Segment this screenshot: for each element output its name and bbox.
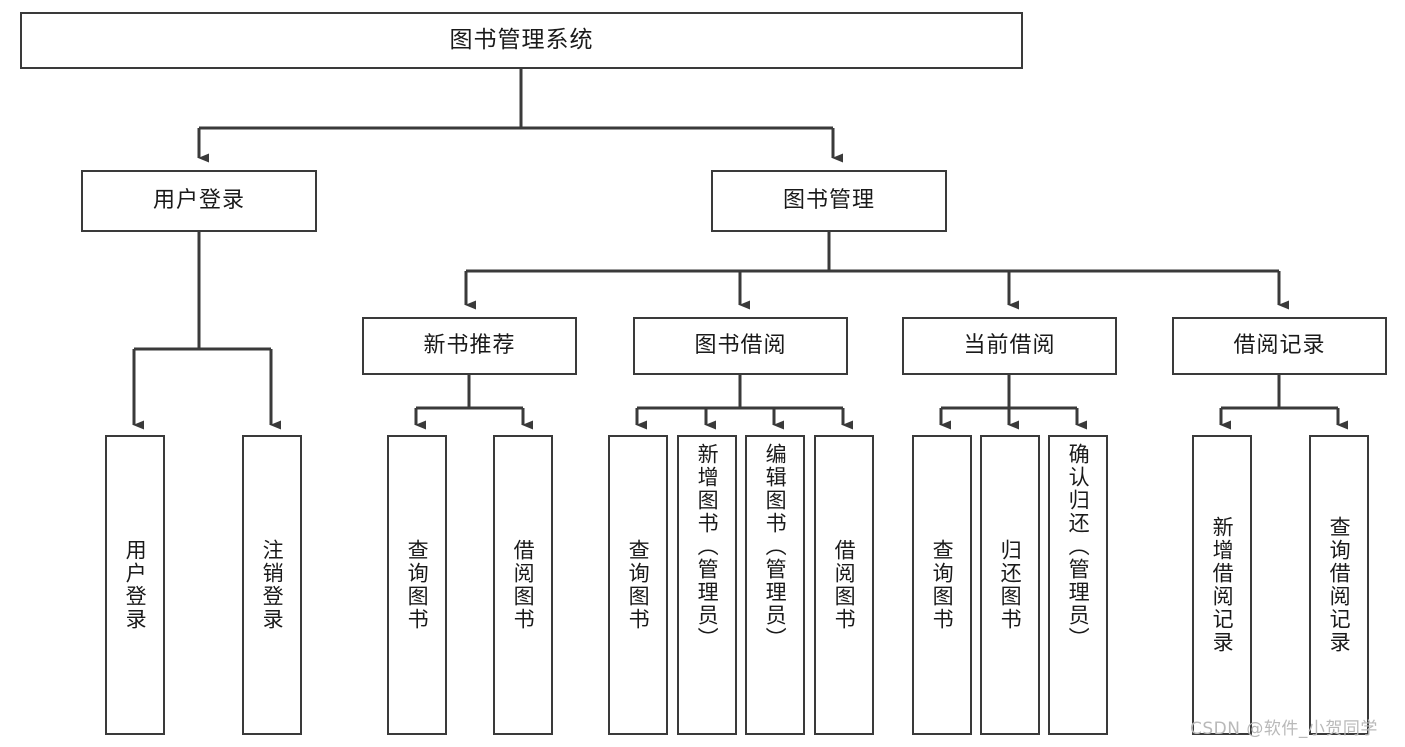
leaf-borrow-book-recommend[interactable]: 借阅图书	[493, 435, 553, 735]
leaf-logout-login[interactable]: 注销登录	[242, 435, 302, 735]
node-label: 借阅图书	[832, 539, 857, 631]
node-label: 当前借阅	[963, 332, 1056, 358]
node-label: 注销登录	[260, 539, 285, 631]
node-label: 归还图书	[998, 539, 1023, 631]
node-user-login[interactable]: 用户登录	[81, 170, 317, 232]
leaf-query-borrow-record[interactable]: 查询借阅记录	[1309, 435, 1369, 735]
node-label: 查询图书	[405, 539, 430, 631]
node-label: 查询图书	[930, 539, 955, 631]
node-label: 查询借阅记录	[1327, 516, 1352, 654]
node-label: 用户登录	[152, 187, 245, 213]
leaf-edit-book-admin[interactable]: 编辑图书（管理员）	[745, 435, 805, 735]
leaf-borrow-book-borrow[interactable]: 借阅图书	[814, 435, 874, 735]
leaf-add-borrow-record[interactable]: 新增借阅记录	[1192, 435, 1252, 735]
leaf-query-book-recommend[interactable]: 查询图书	[387, 435, 447, 735]
node-label: 借阅记录	[1233, 332, 1326, 358]
node-current-borrow[interactable]: 当前借阅	[902, 317, 1117, 375]
node-label: 图书借阅	[694, 332, 787, 358]
csdn-watermark: CSDN @软件_小贺同学	[1190, 719, 1378, 739]
leaf-return-book[interactable]: 归还图书	[980, 435, 1040, 735]
node-label: 查询图书	[626, 539, 651, 631]
leaf-user-login[interactable]: 用户登录	[105, 435, 165, 735]
node-label: 新增借阅记录	[1210, 516, 1235, 654]
node-label: 图书管理系统	[449, 26, 594, 53]
leaf-query-book-current[interactable]: 查询图书	[912, 435, 972, 735]
node-label: 编辑图书（管理员）	[763, 443, 788, 650]
leaf-add-book-admin[interactable]: 新增图书（管理员）	[677, 435, 737, 735]
leaf-confirm-return-admin[interactable]: 确认归还（管理员）	[1048, 435, 1108, 735]
node-book-borrow[interactable]: 图书借阅	[633, 317, 848, 375]
node-label: 借阅图书	[511, 539, 536, 631]
leaf-query-book-borrow[interactable]: 查询图书	[608, 435, 668, 735]
node-label: 新增图书（管理员）	[695, 443, 720, 650]
node-label: 新书推荐	[423, 332, 516, 358]
node-book-management[interactable]: 图书管理	[711, 170, 947, 232]
node-label: 确认归还（管理员）	[1066, 443, 1091, 650]
node-borrow-record[interactable]: 借阅记录	[1172, 317, 1387, 375]
node-new-book-recommend[interactable]: 新书推荐	[362, 317, 577, 375]
node-root-book-management-system[interactable]: 图书管理系统	[20, 12, 1023, 69]
node-label: 图书管理	[782, 187, 875, 213]
node-label: 用户登录	[123, 539, 148, 631]
